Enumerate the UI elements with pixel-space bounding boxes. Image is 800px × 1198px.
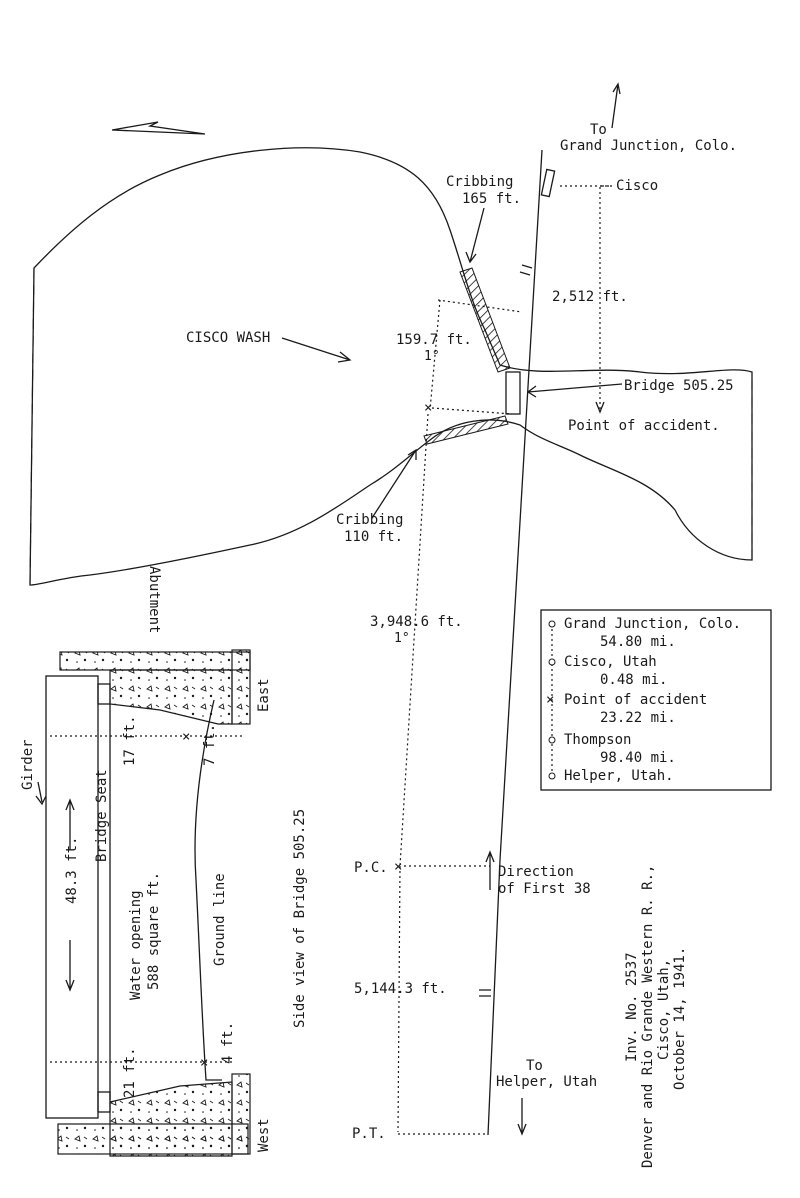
- water-opening-label-1: Water opening: [128, 890, 144, 1000]
- ground-line: [194, 699, 222, 1081]
- pc-x-mark: ×: [394, 859, 402, 875]
- girder-arrow: [35, 781, 47, 806]
- bridge-seat-label: Bridge Seat: [94, 769, 110, 862]
- dim-7-label: 7 ft.: [202, 724, 218, 766]
- west-footing: [231, 1073, 251, 1155]
- legend-box: × Grand Junction, Colo. 54.80 mi. Cisco,…: [540, 609, 772, 791]
- curve-degree-label-1: 1°: [424, 349, 440, 364]
- bridge-arrow: [526, 383, 623, 398]
- wash-terrain-outline: [29, 147, 753, 586]
- direction-label-2: of First 38: [498, 881, 591, 897]
- ground-line-label: Ground line: [212, 873, 228, 966]
- water-opening-label-2: 588 square ft.: [146, 872, 162, 990]
- to-helper-label-2: Helper, Utah: [496, 1074, 597, 1090]
- dim-48-bottom: [65, 940, 75, 992]
- west-abutment-cap: [57, 1123, 249, 1155]
- legend-item-name: Helper, Utah.: [564, 768, 674, 784]
- dist-cribbing-label: 159.7 ft.: [396, 332, 472, 348]
- cisco-station-icon: [540, 168, 556, 198]
- dim-cisco-line: [599, 185, 612, 410]
- dim-cribbing-line: [429, 299, 441, 411]
- cisco-label: Cisco: [616, 178, 658, 194]
- cribbing-south-label-1: Cribbing: [336, 512, 403, 528]
- dim-4-label: 4 ft.: [220, 1022, 236, 1064]
- dim-17-label: 17 ft.: [122, 715, 138, 766]
- helper-arrow: [517, 1098, 527, 1136]
- cribbing-north-label-1: Cribbing: [446, 174, 513, 190]
- abutment-label: Abutment: [146, 566, 162, 633]
- cisco-wash-label: CISCO WASH: [186, 330, 270, 346]
- caption-line-1: Inv. No. 2537: [624, 952, 640, 1062]
- to-grand-junction-label-1: To: [590, 122, 607, 138]
- dim-pc-line: [399, 413, 429, 867]
- curve-degree-label-2: 1°: [394, 631, 410, 646]
- dim-48-label: 48.3 ft.: [64, 837, 80, 904]
- dim-cribbing-extension: [437, 299, 523, 313]
- cribbing-north-label-2: 165 ft.: [462, 191, 521, 207]
- cribbing-south-arrow: [371, 448, 417, 519]
- legend-item-name: Thompson: [564, 732, 631, 748]
- girder-bearing-top: [97, 683, 111, 705]
- direction-arrow: [485, 850, 495, 890]
- legend-item-name: Point of accident: [564, 692, 707, 708]
- dim-21-label: 21 ft.: [122, 1047, 138, 1098]
- dim-cisco-arrows: [595, 401, 605, 414]
- girder-bearing-bottom: [97, 1091, 111, 1113]
- caption-line-4: October 14, 1941.: [672, 947, 688, 1090]
- accident-x-mark: ×: [424, 400, 432, 416]
- girder-label: Girder: [20, 739, 36, 790]
- legend-accident-x-icon: ×: [546, 692, 554, 708]
- pc-label: P.C.: [354, 860, 388, 876]
- east-label: East: [256, 678, 272, 712]
- pt-label: P.T.: [352, 1126, 386, 1142]
- bridge-icon: [505, 371, 521, 415]
- legend-item-dist: 0.48 mi.: [600, 672, 667, 688]
- bridge-label: Bridge 505.25: [624, 378, 734, 394]
- cribbing-north: [459, 267, 511, 373]
- west-label: West: [256, 1118, 272, 1152]
- legend-item-dist: 23.22 mi.: [600, 710, 676, 726]
- railroad-track: [487, 149, 543, 1136]
- legend-item-dist: 98.40 mi.: [600, 750, 676, 766]
- dim-48-top: [65, 798, 75, 850]
- cisco-wash-arrow: [281, 337, 352, 363]
- track-break-mark: [519, 264, 533, 276]
- dist-pc-label: 3,948.6 ft.: [370, 614, 463, 630]
- girder: [45, 675, 99, 1119]
- dim-x-mark: ×: [182, 729, 190, 745]
- north-arrow-icon: [111, 121, 206, 135]
- to-grand-junction-label-2: Grand Junction, Colo.: [560, 138, 737, 154]
- cribbing-south-label-2: 110 ft.: [344, 529, 403, 545]
- dist-cisco-label: 2,512 ft.: [552, 289, 628, 305]
- dim-accident-extension: [431, 407, 513, 415]
- track-break-mark-2: [479, 989, 491, 997]
- dist-pt-label: 5,144.3 ft.: [354, 981, 447, 997]
- direction-label-1: Direction: [498, 864, 574, 880]
- wash-left-boundary: [29, 267, 35, 586]
- legend-item-name: Grand Junction, Colo.: [564, 616, 741, 632]
- caption-line-2: Denver and Rio Grande Western R. R.,: [640, 865, 656, 1168]
- east-abutment-cap: [59, 651, 251, 671]
- legend-item-dist: 54.80 mi.: [600, 634, 676, 650]
- to-helper-label-1: To: [526, 1058, 543, 1074]
- side-view-title: Side view of Bridge 505.25: [292, 809, 308, 1028]
- north-direction-arrow: [611, 82, 621, 129]
- east-footing: [231, 649, 251, 725]
- cribbing-south: [423, 415, 509, 445]
- point-of-accident-label: Point of accident.: [568, 418, 720, 434]
- caption-line-3: Cisco, Utah,: [656, 959, 672, 1060]
- legend-item-name: Cisco, Utah: [564, 654, 657, 670]
- cribbing-north-arrow: [465, 207, 485, 264]
- dim-pt-line: [397, 865, 401, 1133]
- dim-x-mark: ×: [200, 1055, 208, 1071]
